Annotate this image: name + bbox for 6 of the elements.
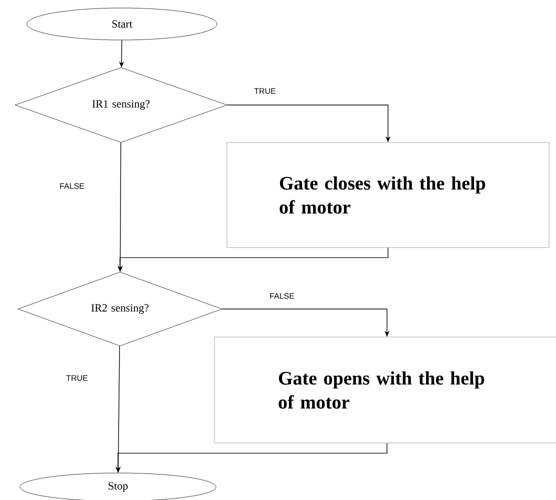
edge-label: FALSE (268, 292, 296, 300)
process-box: Gate closes with the help of motor (226, 142, 550, 248)
edge-label: TRUE (253, 87, 277, 95)
edge-label: FALSE (58, 182, 86, 190)
process-box: Gate opens with the help of motor (214, 336, 556, 444)
edge-label: TRUE (65, 374, 89, 382)
